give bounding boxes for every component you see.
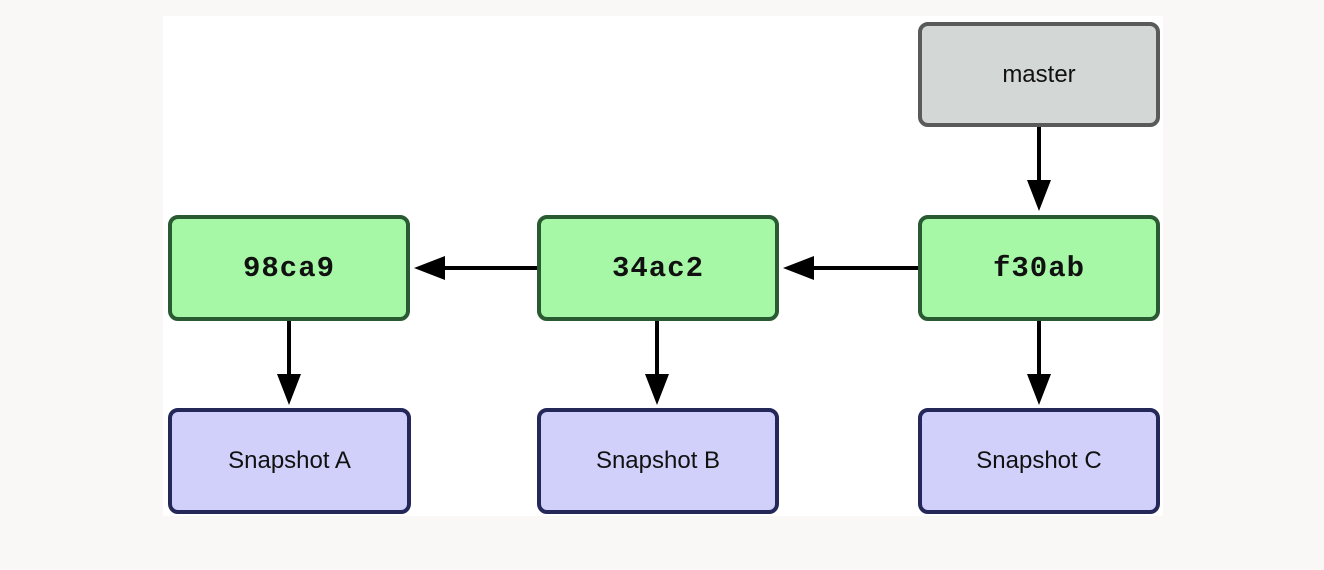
snapshot-c-node: Snapshot C [918, 408, 1160, 514]
snapshot-label: Snapshot B [595, 447, 721, 474]
branch-master-node: master [918, 22, 1160, 127]
commit-hash-label: 98ca9 [242, 251, 335, 285]
snapshot-label: Snapshot A [228, 447, 351, 474]
branch-master-label: master [1002, 60, 1076, 88]
snapshot-b-node: Snapshot B [537, 408, 779, 514]
commit-node-34ac2: 34ac2 [537, 215, 779, 321]
snapshot-a-node: Snapshot A [168, 408, 411, 514]
snapshot-label: Snapshot C [976, 447, 1102, 474]
commit-hash-label: 34ac2 [611, 251, 704, 285]
commit-hash-label: f30ab [992, 251, 1085, 285]
commit-node-98ca9: 98ca9 [168, 215, 410, 321]
commit-node-f30ab: f30ab [918, 215, 1160, 321]
